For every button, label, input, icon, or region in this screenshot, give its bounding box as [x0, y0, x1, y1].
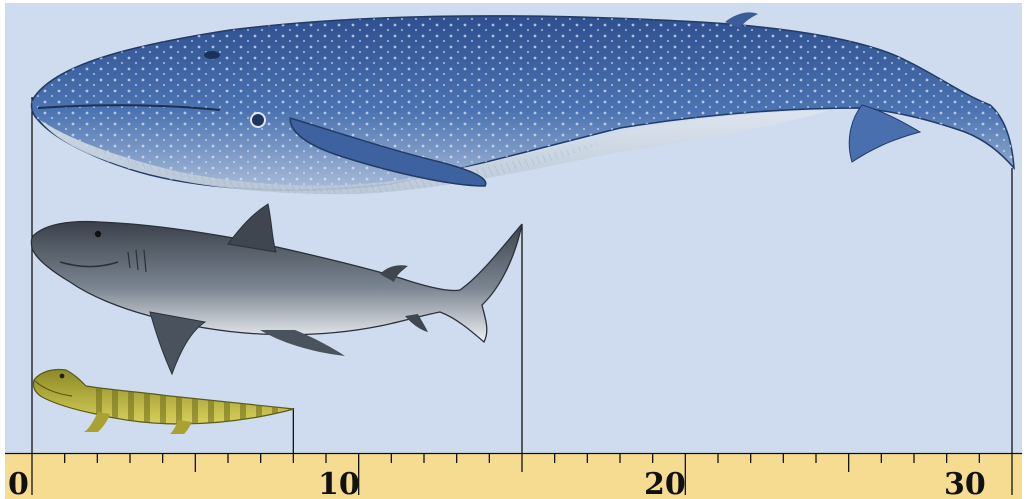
ruler-label-0: 0 [8, 467, 29, 499]
ruler-label-30: 30 [944, 467, 986, 499]
ruler-strip [5, 453, 1022, 499]
ruler-label-20: 20 [644, 467, 686, 499]
length-ruler: 0 10 20 30 [5, 453, 1022, 499]
ruler-label-10: 10 [318, 467, 360, 499]
